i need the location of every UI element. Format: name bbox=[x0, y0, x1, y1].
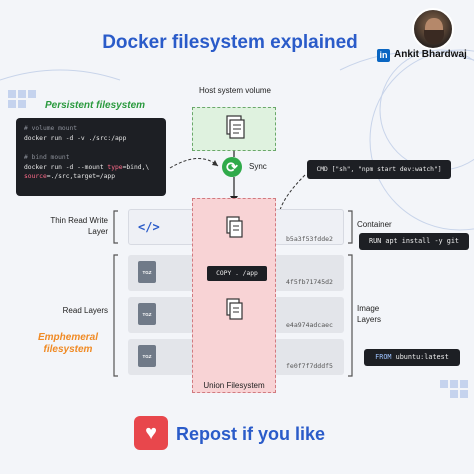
layer-hash: b5a3f53fdde2 bbox=[286, 235, 333, 243]
persistent-filesystem-label: Persistent filesystem bbox=[45, 100, 146, 111]
tgz-archive-icon: TGZ bbox=[138, 345, 156, 367]
mount-code-block: # volume mount docker run -d -v ./src:/a… bbox=[16, 118, 166, 196]
tgz-archive-icon: TGZ bbox=[138, 261, 156, 283]
rw-layer-label: Thin Read Write Layer bbox=[50, 216, 108, 236]
host-volume-label: Host system volume bbox=[198, 86, 272, 95]
layer-hash: e4a974adcaec bbox=[286, 321, 333, 329]
bind-comment: # bind mount bbox=[24, 154, 70, 162]
code-brackets-icon: </> bbox=[138, 220, 160, 234]
avatar bbox=[412, 8, 454, 50]
layer-hash: 4f5fb71745d2 bbox=[286, 278, 333, 286]
host-volume-box bbox=[192, 107, 276, 151]
repost-icon[interactable]: ♥ bbox=[134, 416, 168, 450]
file-stack-icon bbox=[226, 216, 243, 320]
bind-command: docker run -d --mount type=bind,\ bbox=[24, 163, 150, 171]
author-name[interactable]: Ankit Bhardwaj bbox=[394, 49, 467, 60]
union-filesystem-box bbox=[192, 198, 276, 393]
sync-icon: ⟳ bbox=[222, 157, 242, 177]
cmd-instruction: CMD ["sh", "npm start dev:watch"] bbox=[307, 160, 451, 179]
run-instruction: RUN apt install -y git bbox=[359, 233, 469, 250]
volume-comment: # volume mount bbox=[24, 125, 78, 132]
volume-command: docker run -d -v ./src:/app bbox=[24, 134, 127, 142]
page-title: Docker filesystem explained bbox=[102, 32, 358, 53]
read-layers-label: Read Layers bbox=[62, 306, 108, 315]
image-layers-label: Image Layers bbox=[357, 304, 382, 324]
bind-command-cont: source=./src,target=/app bbox=[24, 173, 115, 181]
ephemeral-filesystem-label: Emphemeral filesystem bbox=[37, 332, 99, 355]
copy-command: COPY . /app bbox=[207, 266, 267, 281]
repost-cta[interactable]: Repost if you like bbox=[176, 424, 326, 444]
from-instruction: FROM ubuntu:latest bbox=[364, 349, 460, 366]
layer-hash: fe0f7f7dddf5 bbox=[286, 362, 333, 370]
sync-label: Sync bbox=[249, 162, 267, 171]
file-stack-icon bbox=[226, 115, 245, 139]
tgz-archive-icon: TGZ bbox=[138, 303, 156, 325]
union-filesystem-label: Union Filesystem bbox=[203, 381, 265, 390]
linkedin-icon[interactable]: in bbox=[377, 49, 390, 62]
container-label: Container bbox=[357, 220, 392, 229]
